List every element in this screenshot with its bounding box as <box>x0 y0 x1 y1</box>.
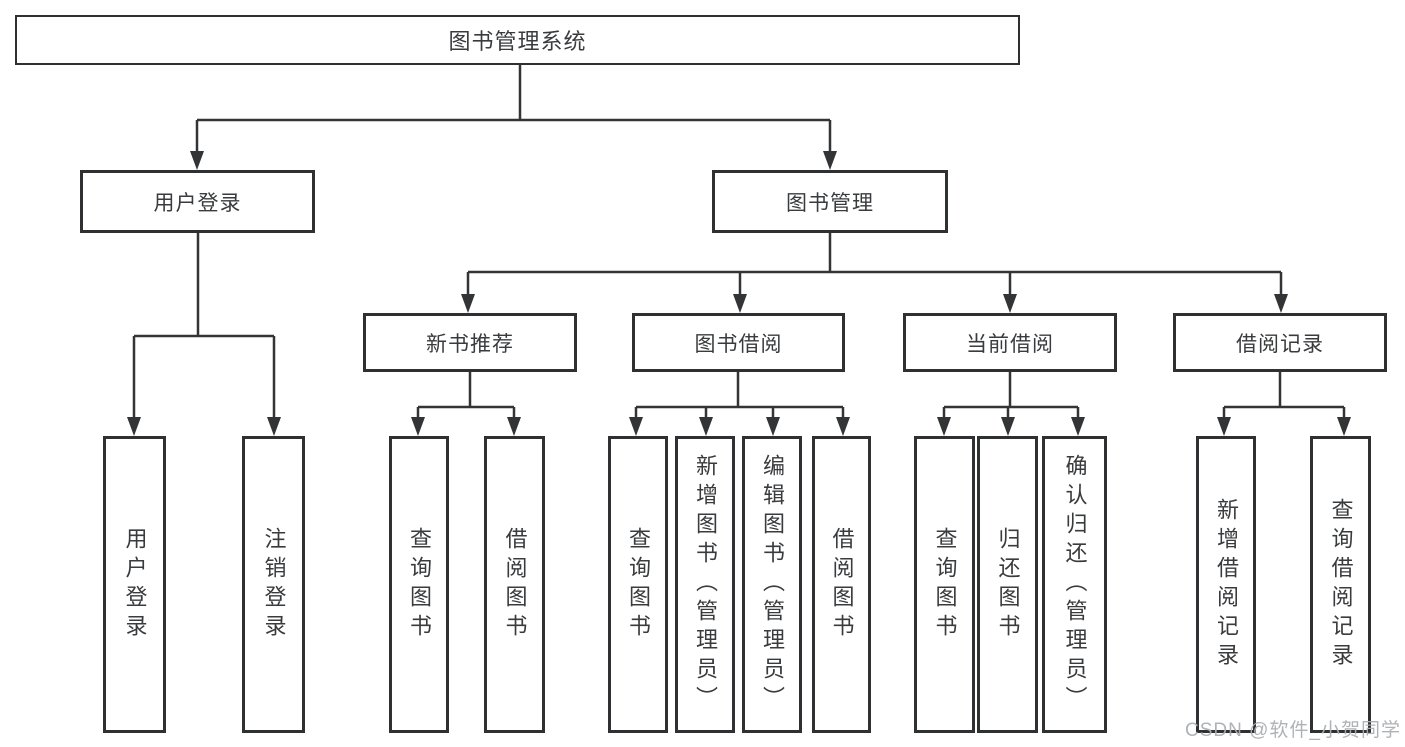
leaf-borrow-books-2: 借阅图书 <box>812 436 871 733</box>
node-borrow-records: 借阅记录 <box>1173 313 1387 372</box>
leaf-confirm-return-admin: 确认归还（管理员） <box>1042 436 1107 733</box>
node-book-management: 图书管理 <box>712 170 948 233</box>
node-book-borrow: 图书借阅 <box>632 313 845 372</box>
leaf-edit-books-admin: 编辑图书（管理员） <box>742 436 802 733</box>
leaf-query-books-3: 查询图书 <box>914 436 975 733</box>
csdn-watermark: CSDN @软件_小贺同学 <box>1185 720 1401 741</box>
node-library-system: 图书管理系统 <box>15 15 1020 65</box>
leaf-add-borrow-record: 新增借阅记录 <box>1196 436 1256 733</box>
leaf-query-books-1: 查询图书 <box>389 436 449 733</box>
leaf-add-books-admin: 新增图书（管理员） <box>675 436 735 733</box>
leaf-logout: 注销登录 <box>242 436 305 733</box>
node-user-login-branch: 用户登录 <box>80 170 315 233</box>
leaf-query-books-2: 查询图书 <box>608 436 668 733</box>
leaf-user-login: 用户登录 <box>103 436 166 733</box>
node-current-borrow: 当前借阅 <box>903 313 1117 372</box>
leaf-query-borrow-record: 查询借阅记录 <box>1310 436 1371 733</box>
leaf-return-books: 归还图书 <box>977 436 1038 733</box>
node-new-book-recommend: 新书推荐 <box>363 313 577 372</box>
leaf-borrow-books-1: 借阅图书 <box>484 436 545 733</box>
